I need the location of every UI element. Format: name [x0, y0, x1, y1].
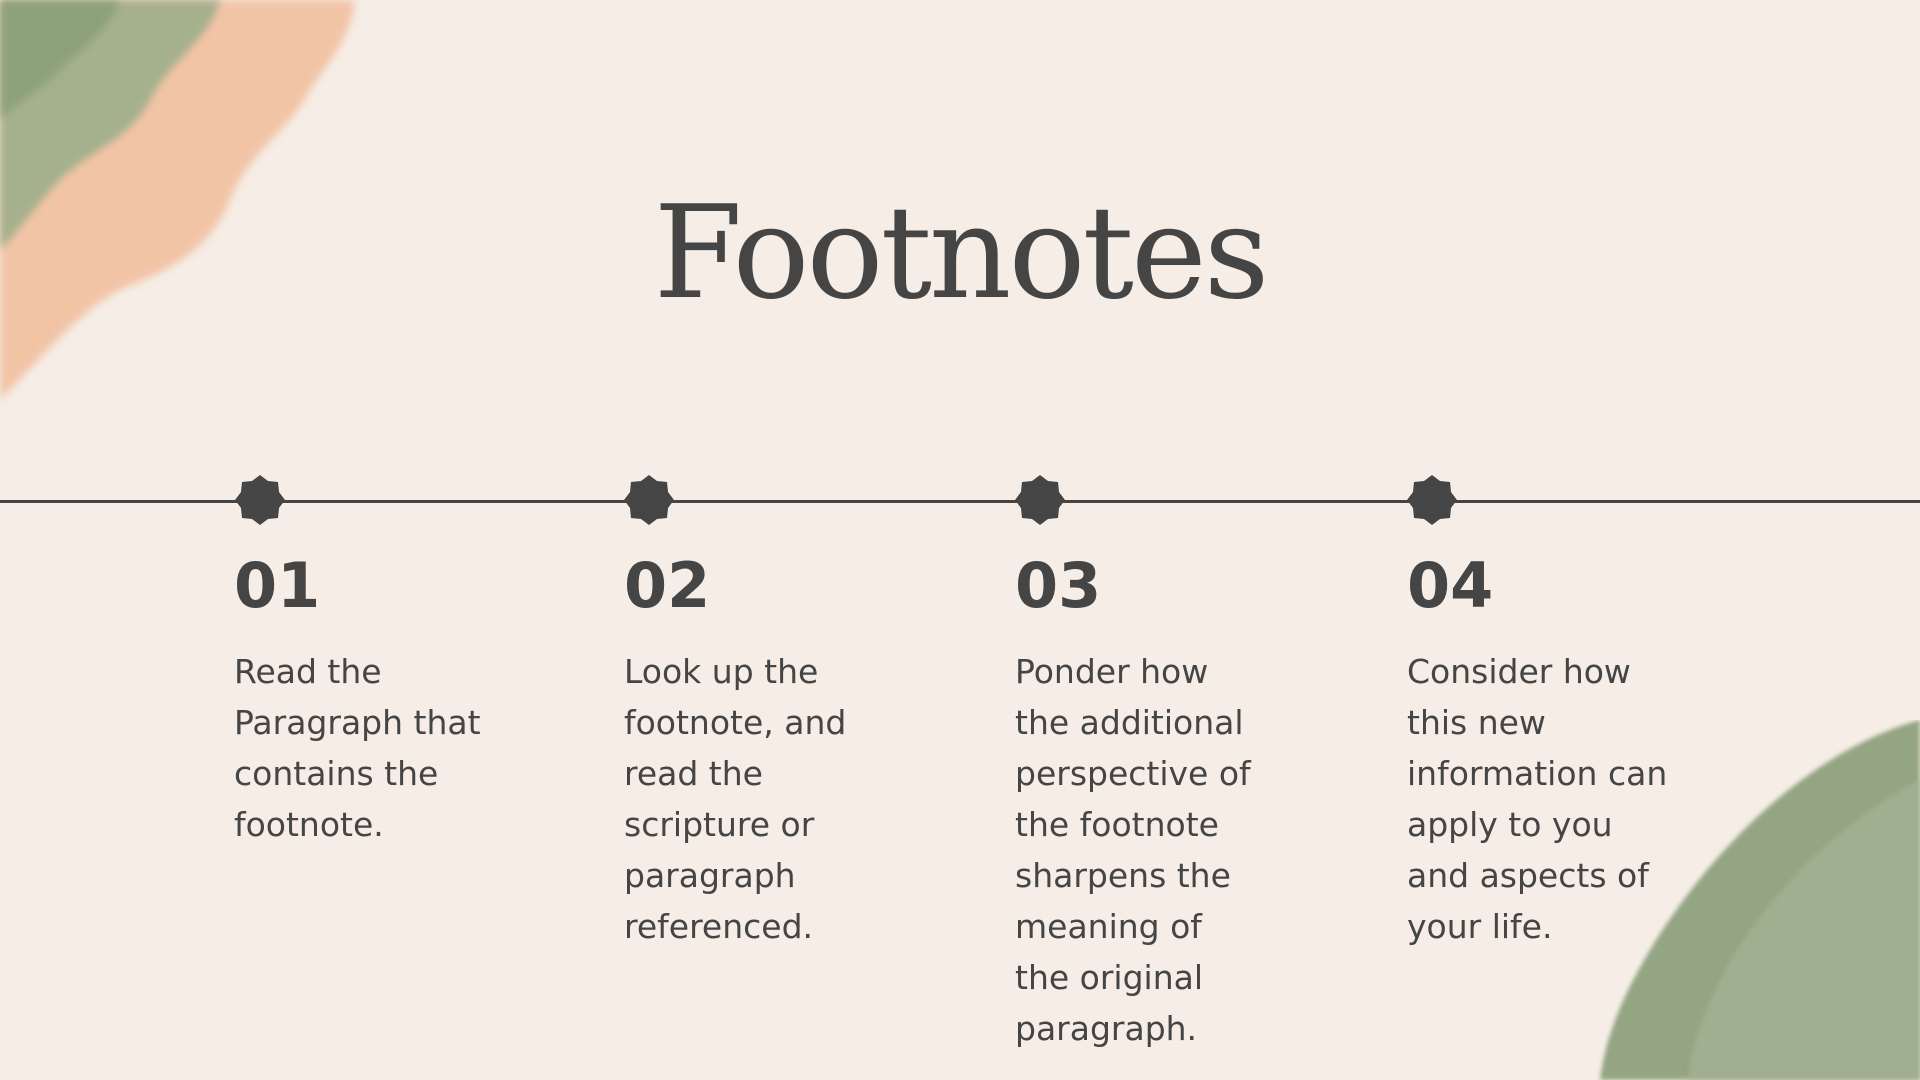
step-description: Read the Paragraph that contains the foo… — [234, 652, 481, 844]
octagram-marker-icon — [235, 475, 285, 525]
step-number: 03 — [1015, 549, 1102, 622]
step-number: 02 — [624, 549, 711, 622]
octagram-marker-icon — [624, 475, 674, 525]
page-title: Footnotes — [653, 179, 1270, 328]
step-description: Ponder how the additional perspective of… — [1015, 652, 1251, 1048]
octagram-marker-icon — [1407, 475, 1457, 525]
step-description: Look up the footnote, and read the scrip… — [624, 652, 847, 946]
octagram-marker-icon — [1015, 475, 1065, 525]
step-number: 04 — [1407, 549, 1494, 622]
timeline-line — [0, 500, 1920, 503]
step-number: 01 — [234, 549, 321, 622]
step-description: Consider how this new information can ap… — [1407, 652, 1668, 946]
